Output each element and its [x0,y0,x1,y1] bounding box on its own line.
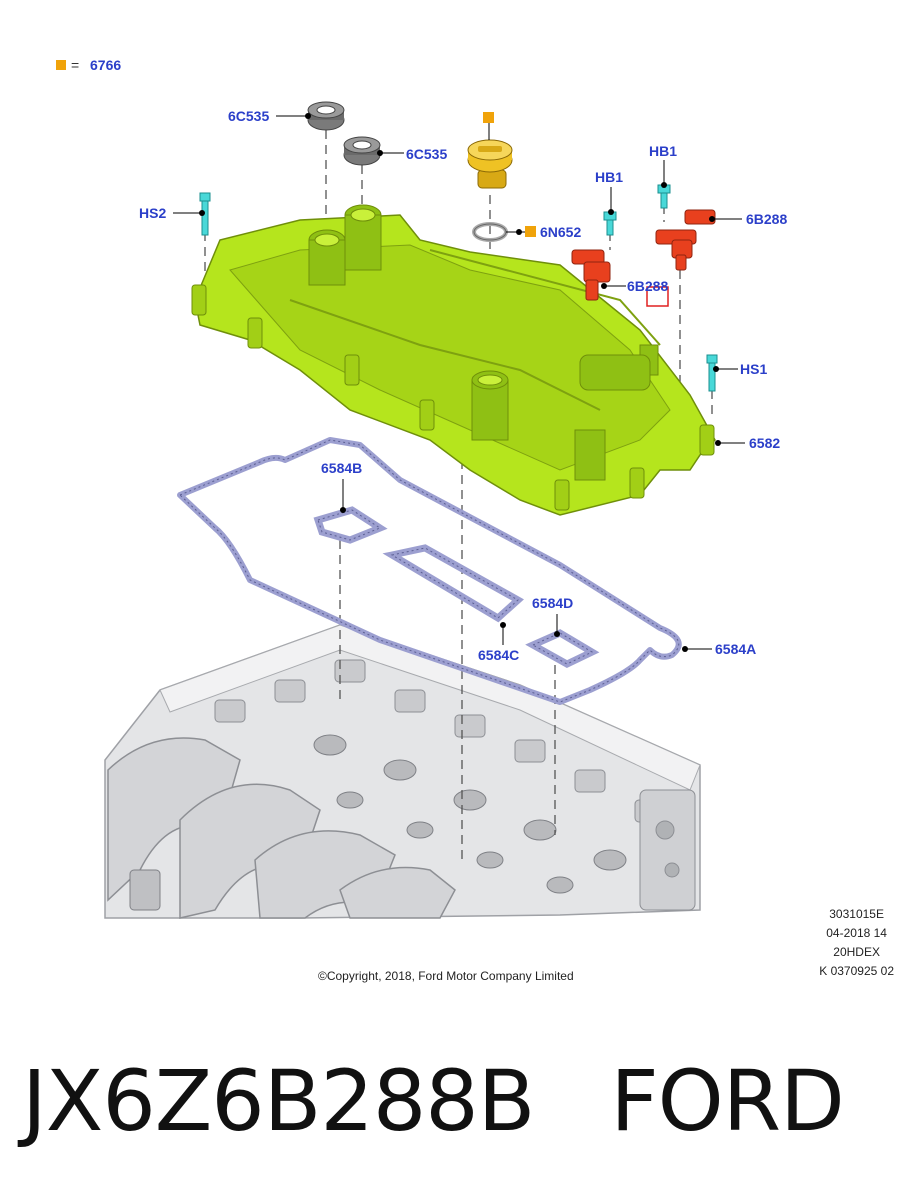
legend-square-icon [483,112,494,123]
leader-lines [173,115,745,650]
label-6n652: 6N652 [540,224,581,240]
drawing-key: K 0370925 02 [819,964,894,978]
legend-label: 6766 [90,57,121,73]
camshaft-sensor-left [571,249,611,301]
label-6c535-lower: 6C535 [406,146,447,162]
oil-seal-icon [307,101,345,131]
bolt-icon [657,184,671,209]
label-6582: 6582 [749,435,780,451]
label-6584c: 6584C [478,647,519,663]
highlight-box [646,286,669,307]
cylinder-head [104,624,701,919]
drawing-date: 04-2018 14 [826,926,887,940]
part-number-banner: JX6Z6B288B FORD [22,1052,845,1150]
label-hs1: HS1 [740,361,767,377]
label-6584d: 6584D [532,595,573,611]
label-hb1-right: HB1 [649,143,677,159]
copyright-notice: ©Copyright, 2018, Ford Motor Company Lim… [318,969,574,983]
drawing-id: 3031015E [829,907,884,921]
label-6584a: 6584A [715,641,756,657]
legend-square-icon [525,226,536,237]
brand-name: FORD [610,1052,844,1150]
plug-seal-6584D [525,629,600,668]
exploded-parts-diagram: = 6766 [56,57,787,919]
bolt-icon [603,211,617,236]
valve-cover [191,204,716,516]
part-number: JX6Z6B288B [22,1052,535,1150]
label-6b288-right: 6B288 [746,211,787,227]
camshaft-sensor-right [655,209,716,271]
plug-seal-6584B [313,506,388,544]
seal-6584C [382,544,524,623]
oil-filler-cap [467,139,513,189]
stud-icon [199,192,211,236]
drawing-reference: 3031015E 04-2018 14 20HDEX K 0370925 02 [819,905,894,981]
drawing-engine-code: 20HDEX [833,945,880,959]
label-6b288-left: 6B288 [627,278,668,294]
label-6c535-top: 6C535 [228,108,269,124]
legend-square-icon [56,60,66,70]
stud-icon [706,354,718,392]
oil-seal-icon [343,136,381,166]
label-hs2: HS2 [139,205,166,221]
label-hb1-left: HB1 [595,169,623,185]
legend-equals: = [71,57,79,73]
label-6584b: 6584B [321,460,362,476]
